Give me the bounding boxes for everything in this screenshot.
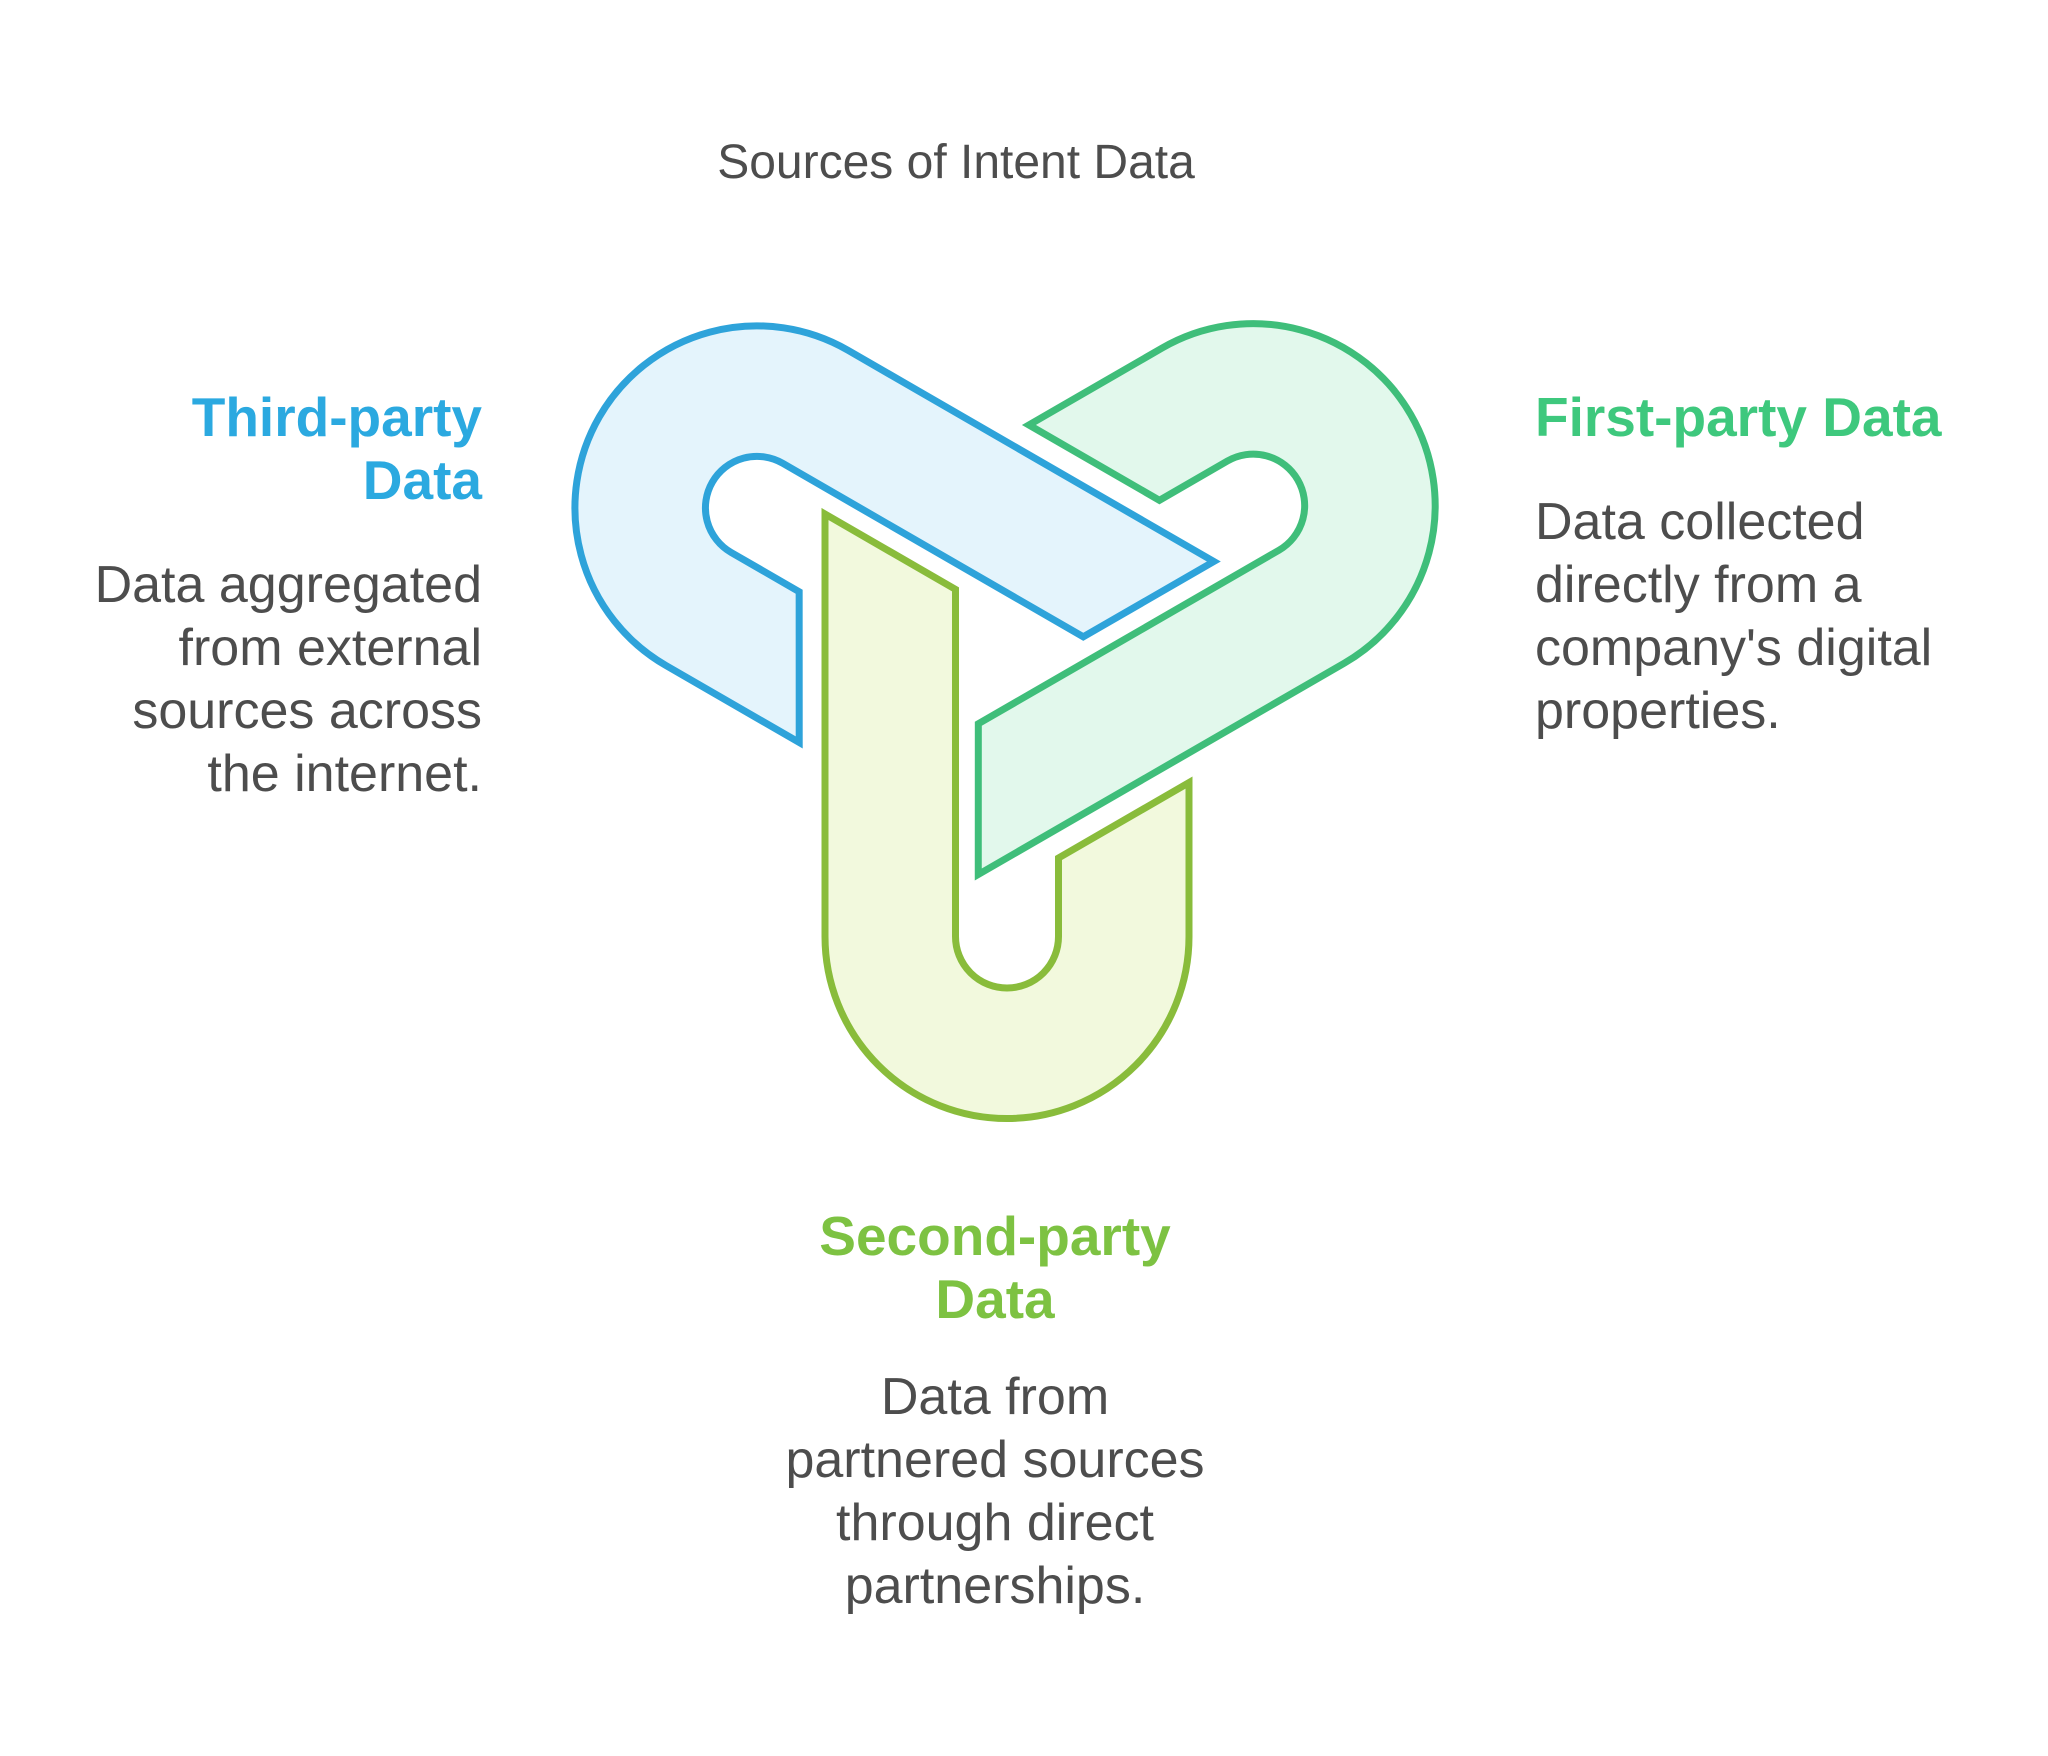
first-party-ribbon-icon	[974, 320, 1439, 881]
third-party-heading: Third-party Data	[191, 386, 482, 511]
second-party-section: Second-party Data Data from partnered so…	[775, 1205, 1215, 1618]
third-party-section: Third-party Data Data aggregated from ex…	[62, 386, 482, 806]
third-party-description: Data aggregated from external sources ac…	[94, 556, 482, 803]
third-party-ribbon-icon	[571, 322, 1221, 749]
second-party-ribbon-icon	[821, 507, 1193, 1122]
page-title: Sources of Intent Data	[717, 136, 1195, 189]
second-party-heading: Second-party Data	[819, 1205, 1171, 1330]
first-party-section: First-party Data Data collected directly…	[1535, 386, 1965, 743]
first-party-description: Data collected directly from a company's…	[1535, 493, 1933, 740]
second-party-description: Data from partnered sources through dire…	[785, 1368, 1205, 1615]
first-party-heading: First-party Data	[1535, 386, 1942, 448]
